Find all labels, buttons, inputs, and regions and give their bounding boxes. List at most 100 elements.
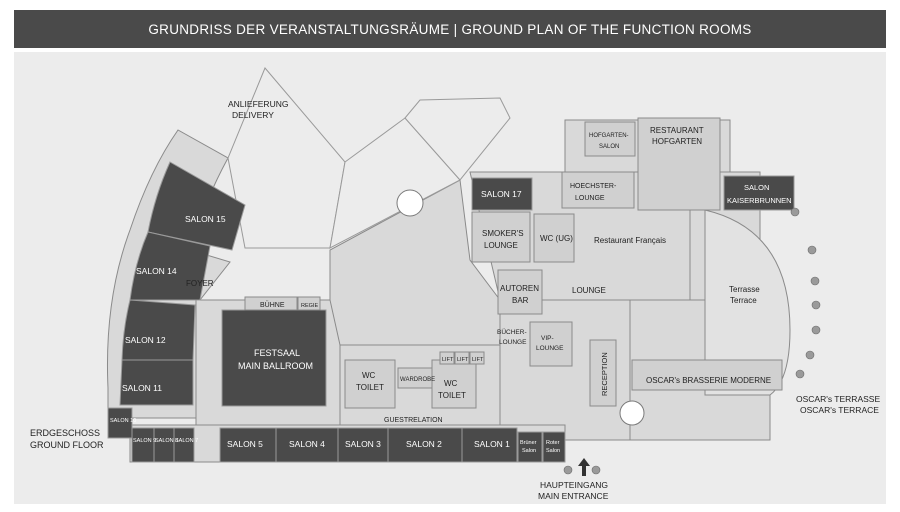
label-hoechster-a: HOECHSTER- xyxy=(570,183,617,190)
label-salon-2: SALON 2 xyxy=(406,439,442,449)
entrance-arrow-icon xyxy=(578,458,590,476)
label-vip-b: LOUNGE xyxy=(536,345,564,352)
label-ground-en: GROUND FLOOR xyxy=(30,440,104,450)
label-lift-2: LIFT xyxy=(457,357,469,363)
room-salon-9 xyxy=(131,427,155,463)
label-terrasse-b: Terrace xyxy=(730,296,757,305)
label-restaurant-francais: Restaurant Français xyxy=(594,236,666,245)
west-salons xyxy=(119,161,246,406)
label-brasserie: OSCAR's BRASSERIE MODERNE xyxy=(646,376,771,385)
label-restaurant-hofgarten-a: RESTAURANT xyxy=(650,126,704,135)
room-vip-lounge xyxy=(529,321,573,367)
label-delivery-en: DELIVERY xyxy=(232,110,274,120)
label-smokers-a: SMOKER'S xyxy=(482,229,524,238)
label-hofgarten-salon-b: SALON xyxy=(599,144,619,150)
room-salon-15 xyxy=(147,161,246,251)
south-salons xyxy=(219,427,566,463)
room-buhne xyxy=(244,296,298,311)
room-roter-salon xyxy=(542,431,566,463)
label-vip-a: VIP- xyxy=(541,335,554,342)
room-salon-8 xyxy=(153,427,175,463)
label-salon-kaiser-a: SALON xyxy=(744,183,769,192)
label-buhne: BÜHNE xyxy=(260,301,285,309)
label-smokers-b: LOUNGE xyxy=(484,241,518,250)
room-main-ballroom xyxy=(221,309,327,407)
label-festsaal-de: FESTSAAL xyxy=(254,348,300,358)
label-salon-3: SALON 3 xyxy=(345,439,381,449)
label-salon-9: SALON 9 xyxy=(133,438,156,444)
label-hoechster-b: LOUNGE xyxy=(575,195,605,202)
label-terrasse-a: Terrasse xyxy=(729,285,760,294)
label-festsaal-en: MAIN BALLROOM xyxy=(238,361,313,371)
label-wc2-b: TOILET xyxy=(438,391,466,400)
room-hoechster-lounge xyxy=(561,171,635,209)
room-regie xyxy=(297,296,321,311)
label-wc-ug: WC (UG) xyxy=(540,234,573,243)
label-hofgarten-salon-a: HOFGARTEN- xyxy=(589,133,629,139)
floor-plan-svg: ANLIEFERUNG DELIVERY ERDGESCHOSS GROUND … xyxy=(30,67,880,501)
room-bruner-salon xyxy=(517,431,543,463)
spiral-stair-east xyxy=(619,400,645,426)
label-lounge: LOUNGE xyxy=(572,286,606,295)
room-wc-ug xyxy=(533,213,575,263)
room-salon-14 xyxy=(129,231,211,301)
terrace-posts xyxy=(563,207,821,475)
room-salon-5 xyxy=(219,427,277,463)
label-bucher-a: BÜCHER- xyxy=(497,328,527,336)
room-salon-1 xyxy=(461,427,518,463)
room-autoren-bar xyxy=(497,269,543,315)
label-wc2-a: WC xyxy=(444,379,458,388)
label-entrance-de: HAUPTEINGANG xyxy=(540,480,608,490)
label-salon-11: SALON 11 xyxy=(122,383,162,393)
label-wardrobe: WARDROBE xyxy=(400,377,435,383)
label-bruner-a: Brüner xyxy=(520,440,537,446)
label-wc1-b: TOILET xyxy=(356,383,384,392)
label-autoren-a: AUTOREN xyxy=(500,284,539,293)
room-salon-4 xyxy=(275,427,339,463)
spiral-stair-north xyxy=(396,189,424,217)
label-guestrelation: GUESTRELATION xyxy=(384,417,443,424)
room-salon-17 xyxy=(471,177,533,211)
label-salon-1: SALON 1 xyxy=(474,439,510,449)
label-salon-kaiser-b: KAISERBRUNNEN xyxy=(727,196,792,205)
label-autoren-b: BAR xyxy=(512,296,529,305)
label-lift-3: LIFT xyxy=(472,357,484,363)
label-bucher-b: LOUNGE xyxy=(499,339,527,346)
label-oscar-terrasse: OSCAR's TERRASSE xyxy=(796,394,880,404)
label-ground-de: ERDGESCHOSS xyxy=(30,428,100,438)
label-salon-15: SALON 15 xyxy=(185,214,226,224)
label-roter-b: Salon xyxy=(546,448,560,454)
label-oscar-terrace: OSCAR's TERRACE xyxy=(800,405,879,415)
label-salon-12: SALON 12 xyxy=(125,335,166,345)
label-wc1-a: WC xyxy=(362,371,376,380)
label-salon-17: SALON 17 xyxy=(481,189,522,199)
label-foyer: FOYER xyxy=(186,279,214,288)
room-reception xyxy=(589,339,617,407)
room-smokers-lounge xyxy=(471,211,531,263)
room-salon-kaiserbrunnen xyxy=(723,175,795,211)
label-salon-14: SALON 14 xyxy=(136,266,177,276)
label-salon-4: SALON 4 xyxy=(289,439,325,449)
room-salon-7 xyxy=(173,427,195,463)
room-salon-12 xyxy=(121,299,196,361)
label-roter-a: Roter xyxy=(546,440,560,446)
label-salon-5: SALON 5 xyxy=(227,439,263,449)
label-salon-10: SALON 10 xyxy=(110,418,136,424)
floor-plan-map: ANLIEFERUNG DELIVERY ERDGESCHOSS GROUND … xyxy=(14,52,886,504)
label-salon-8: SALON 8 xyxy=(155,438,178,444)
room-hofgarten-salon xyxy=(584,121,636,157)
label-restaurant-hofgarten-b: HOFGARTEN xyxy=(652,137,702,146)
label-reception: RECEPTION xyxy=(600,352,609,396)
service-rooms xyxy=(344,351,485,409)
room-salon-11 xyxy=(119,359,194,406)
room-brasserie xyxy=(631,359,783,391)
room-salon-3 xyxy=(337,427,389,463)
label-bruner-b: Salon xyxy=(522,448,536,454)
delivery-outline xyxy=(227,67,511,249)
label-regie: REGIE xyxy=(301,303,318,309)
label-entrance-en: MAIN ENTRANCE xyxy=(538,491,609,501)
room-restaurant-hofgarten xyxy=(637,117,721,211)
label-delivery-de: ANLIEFERUNG xyxy=(228,99,288,109)
room-salon-10 xyxy=(107,407,133,439)
label-lift-1: LIFT xyxy=(442,357,454,363)
